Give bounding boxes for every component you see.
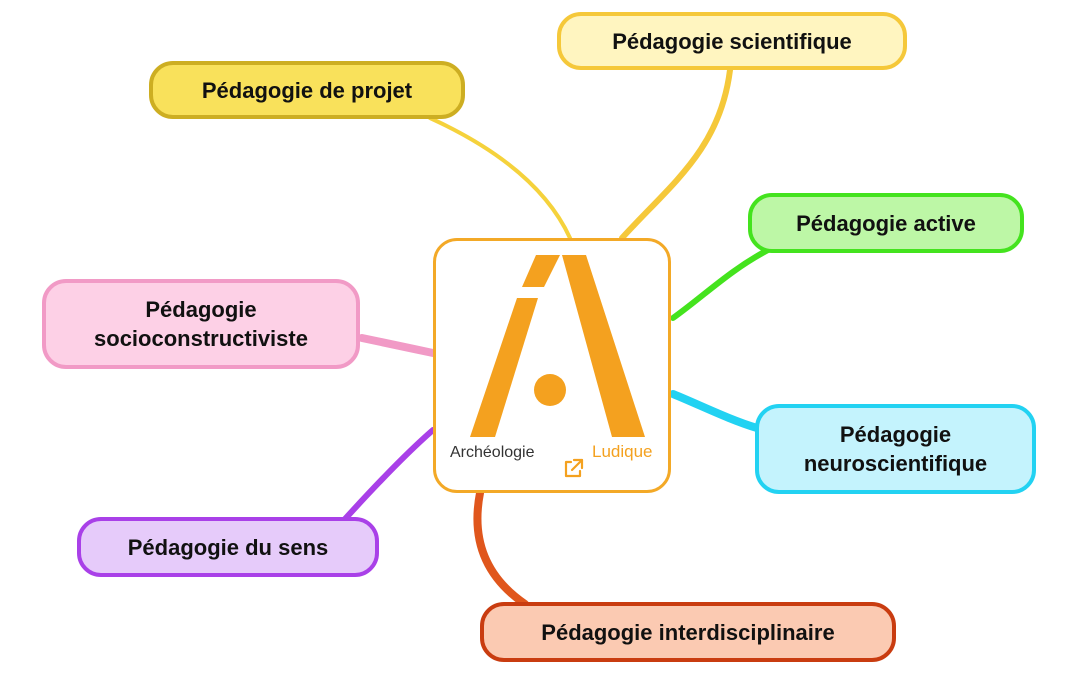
node-label: Pédagogie scientifique: [612, 28, 852, 54]
node-label: Pédagogie neuroscientifique: [803, 422, 988, 476]
node-label: Pédagogie socioconstructiviste: [94, 297, 308, 351]
node-pedagogie-de-projet[interactable]: Pédagogie de projet: [149, 61, 465, 119]
node-pedagogie-active[interactable]: Pédagogie active: [748, 193, 1024, 253]
node-label: Pédagogie de projet: [201, 77, 413, 103]
connector-scientifique: [619, 67, 733, 241]
connector-sens: [342, 427, 436, 522]
archeologie-ludique-logo: [470, 255, 645, 437]
node-pedagogie-neuroscientifique[interactable]: Pédagogie neuroscientifique: [755, 404, 1036, 494]
central-node-archeologie-ludique[interactable]: Archéologie Ludique: [433, 238, 671, 493]
connector-socio: [358, 334, 437, 357]
connector-inter: [473, 489, 529, 608]
node-label: Pédagogie active: [796, 210, 976, 236]
node-pedagogie-interdisciplinaire[interactable]: Pédagogie interdisciplinaire: [480, 602, 896, 662]
node-pedagogie-du-sens[interactable]: Pédagogie du sens: [77, 517, 379, 577]
node-pedagogie-socioconstructiviste[interactable]: Pédagogie socioconstructiviste: [42, 279, 360, 369]
logo-word-ludique: Ludique: [592, 442, 653, 461]
node-label: Pédagogie interdisciplinaire: [541, 619, 835, 645]
node-label: Pédagogie du sens: [127, 534, 329, 560]
connector-projet: [428, 116, 572, 240]
node-pedagogie-scientifique[interactable]: Pédagogie scientifique: [557, 12, 907, 70]
connector-neuro: [669, 390, 761, 432]
logo-word-archeologie: Archéologie: [450, 444, 535, 461]
connector-active: [670, 247, 771, 321]
external-link-icon[interactable]: [561, 457, 585, 481]
